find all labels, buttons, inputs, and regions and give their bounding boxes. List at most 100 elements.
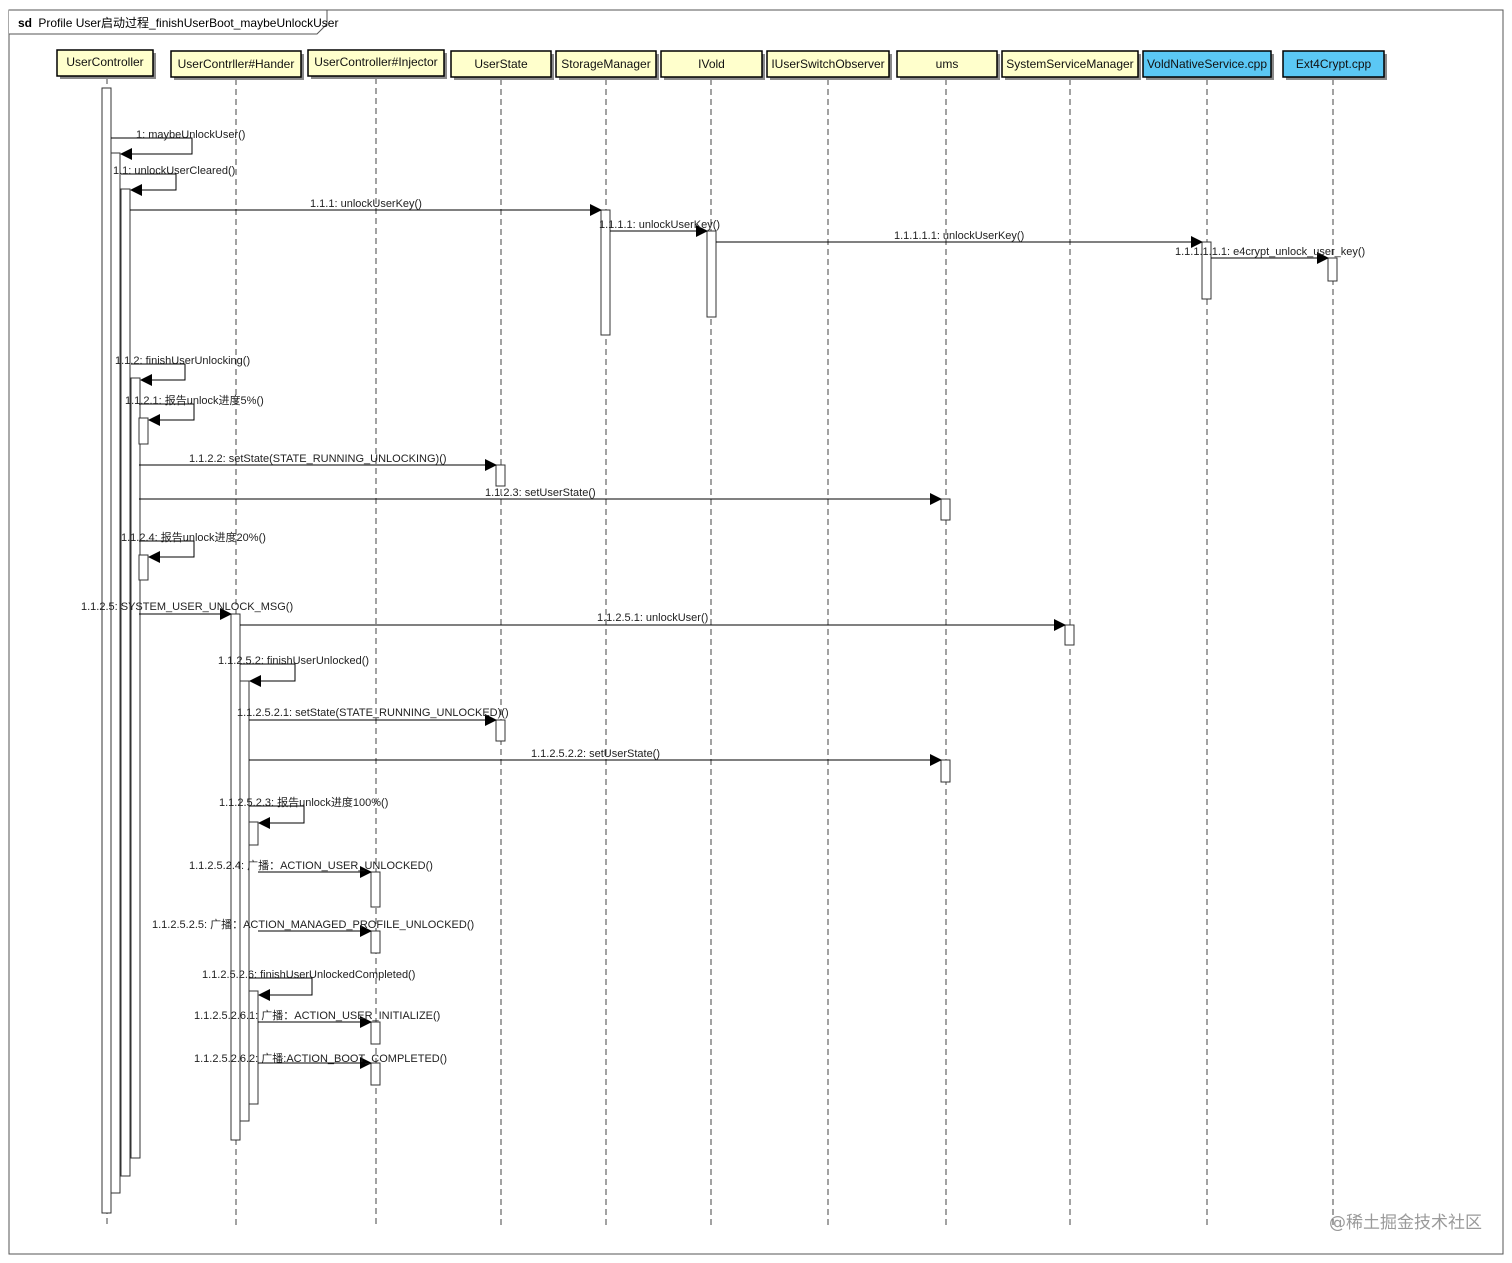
message-20[interactable]: 1.1.2.5.2.6: finishUserUnlockedCompleted…: [202, 969, 415, 1001]
participant-systemservicemanager[interactable]: [1001, 50, 1139, 78]
message-22[interactable]: 1.1.2.5.2.6.2: 广播:ACTION_BOOT_COMPLETED(…: [194, 1051, 447, 1069]
activation-bar: [110, 152, 121, 1194]
message-8[interactable]: 1.1.2.1: 报告unlock进度5%(): [125, 393, 264, 426]
message-10[interactable]: 1.1.2.3: setUserState(): [139, 487, 942, 505]
message-1[interactable]: 1: maybeUnlockUser(): [111, 129, 245, 160]
message-5[interactable]: 1.1.1.1.1: unlockUserKey(): [716, 230, 1203, 248]
activation-bar: [248, 990, 259, 1105]
message-label: 1.1.2.5: SYSTEM_USER_UNLOCK_MSG(): [81, 601, 293, 613]
message-21[interactable]: 1.1.2.5.2.6.1: 广播：ACTION_USER_INITIALIZE…: [194, 1008, 440, 1028]
participant-usercontroller-injector[interactable]: [307, 49, 445, 77]
activation-bar: [370, 930, 381, 954]
self-message-arrow: [249, 805, 305, 829]
message-19[interactable]: 1.1.2.5.2.5: 广播：ACTION_MANAGED_PROFILE_U…: [152, 917, 474, 937]
participant-label: IUserSwitchObserver: [771, 57, 884, 71]
message-label: 1.1.2.4: 报告unlock进度20%(): [121, 530, 266, 544]
self-message-arrow: [111, 137, 193, 160]
activation-bar: [1201, 241, 1212, 300]
message-label: 1.1.2.5.2.4: 广播：ACTION_USER_UNLOCKED(): [189, 858, 433, 872]
frame-name: Profile User启动过程_finishUserBoot_maybeUnl…: [38, 15, 338, 30]
message-label: 1.1: unlockUserCleared(): [113, 165, 235, 177]
activation-bar: [370, 1021, 381, 1045]
frame-keyword: sd: [18, 16, 32, 30]
self-message-arrow: [131, 363, 186, 386]
self-message-arrow: [121, 173, 177, 196]
message-13[interactable]: 1.1.2.5.1: unlockUser(): [240, 612, 1066, 631]
participant-label: StorageManager: [561, 57, 650, 71]
participant-label: VoldNativeService.cpp: [1147, 57, 1267, 71]
message-12[interactable]: 1.1.2.5: SYSTEM_USER_UNLOCK_MSG(): [81, 601, 293, 620]
message-label: 1.1.1.1.1: unlockUserKey(): [894, 230, 1024, 242]
self-message-arrow: [139, 403, 195, 426]
message-label: 1.1.2.1: 报告unlock进度5%(): [125, 393, 264, 407]
participant-usercontroller[interactable]: [56, 49, 154, 77]
participant-label: UserState: [474, 57, 528, 71]
activation-bar: [239, 680, 250, 1122]
activation-bar: [940, 498, 951, 521]
participant-label: IVold: [698, 57, 725, 71]
message-11[interactable]: 1.1.2.4: 报告unlock进度20%(): [121, 530, 266, 563]
message-label: 1.1.2.5.2.1: setState(STATE_RUNNING_UNLO…: [237, 707, 509, 719]
participant-label: Ext4Crypt.cpp: [1296, 57, 1372, 71]
message-label: 1.1.2.5.2: finishUserUnlocked(): [218, 655, 369, 667]
participant-ext4crypt-cpp[interactable]: [1282, 50, 1385, 78]
frame-title: sd Profile User启动过程_finishUserBoot_maybe…: [18, 15, 338, 30]
message-17[interactable]: 1.1.2.5.2.3: 报告unlock进度100%(): [219, 795, 388, 829]
participant-label: SystemServiceManager: [1006, 57, 1133, 71]
message-16[interactable]: 1.1.2.5.2.2: setUserState(): [249, 748, 942, 766]
activation-bar: [495, 719, 506, 742]
message-18[interactable]: 1.1.2.5.2.4: 广播：ACTION_USER_UNLOCKED(): [189, 858, 433, 878]
participant-label: UserContrller#Hander: [178, 57, 295, 71]
activation-bar: [138, 554, 149, 581]
message-15[interactable]: 1.1.2.5.2.1: setState(STATE_RUNNING_UNLO…: [237, 707, 509, 726]
activation-bar: [600, 209, 611, 336]
message-label: 1.1.2.5.2.5: 广播：ACTION_MANAGED_PROFILE_U…: [152, 917, 474, 931]
message-label: 1.1.2.5.2.3: 报告unlock进度100%(): [219, 795, 388, 809]
participant-storagemanager[interactable]: [555, 50, 657, 78]
message-2[interactable]: 1.1: unlockUserCleared(): [113, 165, 235, 196]
message-label: 1: maybeUnlockUser(): [136, 129, 245, 141]
message-4[interactable]: 1.1.1.1: unlockUserKey(): [599, 219, 720, 237]
message-label: 1.1.2.5.2.2: setUserState(): [531, 748, 660, 760]
activation-bar: [101, 87, 112, 1214]
participant-label: UserController: [66, 55, 143, 69]
participant-ivold[interactable]: [660, 50, 763, 78]
message-6[interactable]: 1.1.1.1.1.1: e4crypt_unlock_user_key(): [1175, 246, 1365, 264]
message-9[interactable]: 1.1.2.2: setState(STATE_RUNNING_UNLOCKIN…: [139, 453, 497, 471]
messages: 1: maybeUnlockUser() 1.1: unlockUserClear…: [81, 129, 1365, 1069]
self-message-arrow: [139, 540, 195, 563]
activation-bar: [120, 188, 131, 1177]
participant-userstate[interactable]: [450, 50, 552, 78]
message-3[interactable]: 1.1.1: unlockUserKey(): [130, 198, 602, 216]
activation-bar: [495, 464, 506, 487]
activation-bar: [130, 377, 141, 1159]
diagram-frame: [8, 9, 1504, 1255]
participant-label: ums: [936, 57, 959, 71]
message-7[interactable]: 1.1.2: finishUserUnlocking(): [115, 355, 250, 386]
message-label: 1.1.2.3: setUserState(): [485, 487, 596, 499]
message-label: 1.1.2.5.2.6.1: 广播：ACTION_USER_INITIALIZE…: [194, 1008, 440, 1022]
self-message-arrow: [240, 663, 296, 687]
message-label: 1.1.2.5.1: unlockUser(): [597, 612, 708, 624]
frame-title-tab: [9, 9, 328, 35]
message-label: 1.1.2.5.2.6.2: 广播:ACTION_BOOT_COMPLETED(…: [194, 1051, 447, 1065]
participant-ums[interactable]: [896, 50, 998, 78]
participant-voldnativeservice-cpp[interactable]: [1142, 50, 1272, 78]
message-label: 1.1.2.2: setState(STATE_RUNNING_UNLOCKIN…: [189, 453, 447, 465]
activation-bars: [101, 87, 1338, 1214]
message-14[interactable]: 1.1.2.5.2: finishUserUnlocked(): [218, 655, 369, 687]
message-label: 1.1.1.1.1.1: e4crypt_unlock_user_key(): [1175, 246, 1365, 258]
activation-bar: [940, 759, 951, 783]
message-label: 1.1.1: unlockUserKey(): [310, 198, 422, 210]
activation-bar: [248, 821, 259, 846]
activation-bar: [370, 871, 381, 908]
activation-bar: [1327, 257, 1338, 282]
message-label: 1.1.2: finishUserUnlocking(): [115, 355, 250, 367]
activation-bar: [370, 1062, 381, 1086]
participant-iuserswitchobserver[interactable]: [766, 50, 890, 78]
self-message-arrow: [249, 977, 313, 1001]
activation-bar: [138, 417, 149, 445]
participant-usercontrller-hander[interactable]: [170, 50, 302, 78]
